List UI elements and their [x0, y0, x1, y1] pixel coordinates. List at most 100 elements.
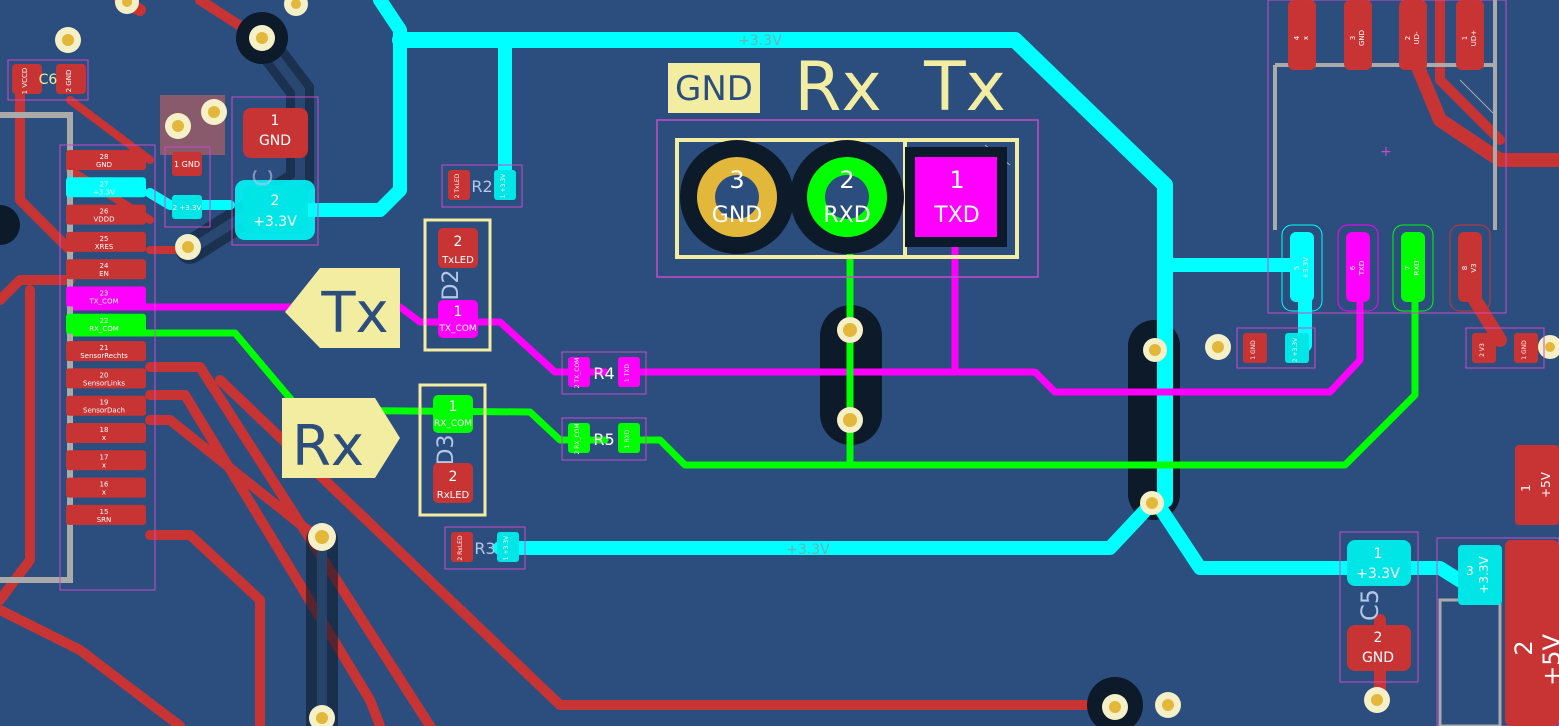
ic-pin-number: 4 [1293, 35, 1301, 40]
connector-pin-number: 21 [100, 344, 109, 352]
c5-ref: C5 [1356, 589, 1384, 621]
d2-pad-top-net: TxLED [441, 255, 474, 266]
rx-arrow-text: Rx [292, 414, 364, 479]
ic-pin-number: 2 [1404, 36, 1412, 40]
resistor-r2[interactable]: R2 2 TxLED 1 +3.3V [441, 164, 523, 208]
connector-pin-net: SensorRechts [80, 352, 128, 360]
d2-pad-bot-net: TX_COM [438, 324, 476, 334]
connector-pin-number: 18 [100, 426, 109, 434]
r3-ref: R3 [474, 539, 495, 558]
via [284, 0, 308, 16]
header-pin3-num: 3 [729, 166, 744, 194]
connector-pin[interactable]: 27+3.3V [66, 177, 146, 198]
silkscreen-header-labels: GND Rx Tx [668, 48, 1006, 127]
connector-pin[interactable]: 17x [66, 450, 146, 471]
connector-pin-net: SensorLinks [83, 379, 125, 387]
via [308, 523, 336, 551]
via [1143, 338, 1167, 362]
connector-pin-net: x [102, 434, 106, 442]
connector-pin-net: RX_COM [89, 325, 119, 333]
connector-pin-number: 26 [100, 208, 109, 216]
resistor-r3[interactable]: R3 2 RxLED 1 +3.3V [444, 526, 526, 570]
header-pin2-net: RXD [823, 203, 870, 228]
connector-pin-net: +3.3V [93, 188, 115, 196]
ic-pin[interactable]: 5+3.3V [1281, 224, 1323, 312]
header-pin1-net: TXD [933, 203, 979, 228]
d3-pad-top-num: 1 [449, 399, 458, 415]
connector-pin[interactable]: 16x [66, 477, 146, 498]
connector-pin-number: 20 [100, 371, 109, 379]
c5-pad2-net: GND [1362, 650, 1394, 666]
via [165, 113, 191, 139]
connector-pin-net: XRES [95, 243, 114, 251]
cap-c-pad1-num: 1 [271, 113, 280, 129]
led-d2[interactable]: 2 TxLED D2 1 TX_COM [423, 218, 492, 352]
via [837, 317, 863, 343]
c5-pad1-num: 1 [1374, 546, 1383, 562]
r2-a: 2 TxLED [454, 173, 461, 198]
vias [55, 0, 1559, 726]
reg-pin2-net: +5V [1538, 634, 1559, 686]
ic-pin-net: TXD [1358, 261, 1366, 276]
header-pin3-net: GND [712, 203, 762, 228]
connector-pin-number: 27 [100, 180, 109, 188]
r4-b: 1 TXD [624, 364, 631, 383]
connector-pin-number: 15 [100, 508, 109, 516]
ic-pin-net: UD- [1413, 31, 1421, 45]
tx-arrow-text: Tx [320, 281, 388, 346]
small-part-left-b: 2 +3.3V [173, 204, 202, 212]
r5-b: 1 RXD [624, 429, 631, 448]
ic-pin-number: 7 [1404, 266, 1412, 270]
uart-header[interactable]: 3 GND 2 RXD 1 TXD [656, 119, 1039, 278]
connector-pin[interactable]: 18x [66, 423, 146, 443]
capacitor-c5[interactable]: 1 +3.3V C5 2 GND [1339, 531, 1419, 683]
regulator[interactable]: 3 +3.3V 1 +5V 2 +5V [1436, 445, 1559, 726]
connector-pin-net: TX_COM [88, 298, 118, 306]
c6-pad-b: 2 GND [65, 70, 73, 93]
led-d3[interactable]: 1 RX_COM D3 2 RxLED [418, 383, 487, 517]
resistor-r5[interactable]: R5 2 RX_COM 1 RXD [561, 417, 647, 461]
r4-a: 2 TX_COM [574, 358, 581, 389]
small-part-right[interactable]: 2 V3 1 GND [1465, 327, 1545, 369]
resistor-r4[interactable]: R4 2 TX_COM 1 TXD [561, 351, 647, 395]
capacitor-c6[interactable]: C6 1 VCCD 2 GND [7, 59, 89, 101]
via [1205, 334, 1231, 360]
r2-b: 1 +3.3V [500, 173, 507, 198]
connector-pin-number: 23 [100, 290, 109, 298]
connector-pin-net: EN [99, 270, 109, 278]
ic-pin-number: 3 [1349, 36, 1357, 40]
connector-pin-number: 25 [100, 235, 109, 243]
d2-ref: D2 [439, 270, 464, 301]
via [1538, 335, 1559, 359]
cap-c-pad2-num: 2 [271, 193, 280, 209]
reg-pin1-num: 1 [1519, 484, 1533, 492]
small-part-mid[interactable]: 1 GND 2 +3.3V [1236, 327, 1316, 369]
header-pin1-num: 1 [949, 166, 964, 194]
ic-pin-number: 1 [1461, 36, 1469, 40]
r2-ref: R2 [471, 177, 492, 196]
via [175, 234, 201, 260]
small-part-left[interactable]: 1 GND 2 +3.3V [164, 146, 211, 228]
via [1102, 694, 1128, 720]
reg-pin3-net: +3.3V [1477, 556, 1491, 594]
